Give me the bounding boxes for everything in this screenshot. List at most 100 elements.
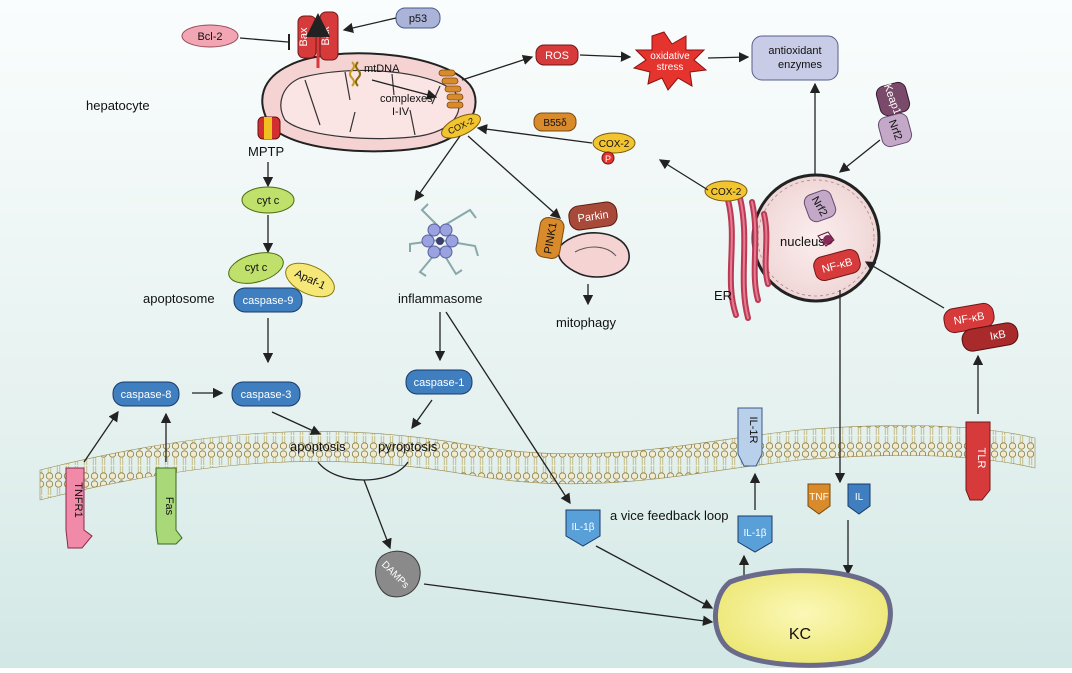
cell-label: hepatocyte [86, 98, 150, 113]
mtdna-icon [349, 61, 361, 87]
il1b-right-cytokine: IL-1β [737, 515, 773, 553]
damps-molecule: DAMPs [375, 550, 421, 598]
cox2-phospho-protein: COX-2 P [592, 132, 636, 165]
arrow-ros-oxidative [579, 51, 632, 62]
bax-label: Bax [298, 27, 310, 46]
nfkb-nuclear-protein: NF-κB [813, 248, 861, 282]
cox2-mito-protein: COX-2 [441, 113, 481, 139]
arrow-inflammasome-il1b [445, 311, 571, 505]
il-cytokine: IL [847, 483, 871, 515]
cell-membrane [39, 425, 1036, 501]
nucleus: nucleus Nrf2 NF-κB [751, 173, 881, 303]
cytc-protein: cyt c [241, 186, 295, 214]
arrow-death-damps [363, 479, 392, 550]
fas-label: Fas [163, 497, 175, 516]
il-label: IL [855, 492, 864, 503]
arrow-il1b-kc [595, 545, 714, 609]
nrf2-nuclear-protein: Nrf2 [803, 189, 837, 223]
chromatin-icon [817, 231, 835, 247]
cox2-phospho-label: COX-2 [599, 139, 630, 150]
fas-receptor: Fas [155, 467, 183, 545]
tnfr1-receptor: TNFR1 [65, 467, 93, 549]
arrow-p53-bak [342, 17, 397, 34]
feedback-label: a vice feedback loop [610, 508, 729, 523]
il1b-left-label: IL-1β [572, 522, 595, 533]
cytc-complex-label: cyt c [245, 262, 268, 274]
caspase3-label: caspase-3 [241, 389, 292, 401]
arrow-nrf2-nucleus [838, 139, 881, 173]
ikb-label: IκB [989, 328, 1007, 343]
kc-label: KC [789, 626, 811, 643]
b55-label: B55δ [543, 118, 567, 129]
mitochondrion: mtDNA complexes I-IV MPTP [248, 52, 477, 159]
p53-label: p53 [409, 13, 427, 25]
arrow-cox2-mitophagy [467, 135, 561, 219]
bcl2-label: Bcl-2 [197, 31, 222, 43]
nfkb-cyto-label: NF-κB [953, 310, 986, 327]
nfkb-ikb-complex: NF-κB IκB [943, 302, 1019, 352]
bcl2-inhibit-line [239, 37, 289, 43]
arrow-caspase1-pyroptosis [411, 399, 433, 430]
tnfr1-label: TNFR1 [72, 482, 84, 517]
antioxidant-label: antioxidant [768, 45, 821, 57]
phospho-label: P [605, 154, 611, 164]
cell-death-bracket [317, 461, 409, 481]
il1r-receptor: IL-1R [737, 407, 763, 467]
caspase3-protein: caspase-3 [231, 381, 301, 407]
pink1-protein: PINK1 [535, 216, 565, 260]
nrf2-protein: Nrf2 [877, 112, 913, 148]
complexes-icon [438, 69, 464, 109]
pyroptosis-label: pyroptosis [378, 439, 438, 454]
b55-protein: B55δ [533, 112, 577, 132]
cox2-er-protein: COX-2 [704, 180, 748, 202]
oxidative-stress-burst: oxidative stress [632, 31, 708, 91]
cytc-label: cyt c [257, 195, 280, 207]
mptp-icon [257, 116, 281, 140]
keap1-protein: Keap1 [875, 81, 911, 116]
il1b-left-cytokine: IL-1β [565, 509, 601, 547]
damaged-mitochondrion [557, 232, 630, 278]
il1b-right-label: IL-1β [744, 528, 767, 539]
ros-protein: ROS [535, 44, 579, 66]
oxidative-label: oxidative [650, 51, 690, 62]
parkin-label: Parkin [577, 209, 610, 225]
arrow-caspase3-apoptosis [271, 411, 322, 435]
tlr-label: TLR [975, 448, 987, 469]
arrow-damps-kc [423, 583, 714, 626]
mitophagy-label: mitophagy [556, 315, 616, 330]
apoptosome-complex: cyt c Apaf-1 caspase-9 [228, 252, 335, 313]
endoplasmic-reticulum [725, 195, 771, 321]
er-label: ER [714, 288, 732, 303]
apoptosis-label: apoptosis [290, 439, 346, 454]
complexes-label: complexes [380, 93, 433, 105]
tlr-receptor: TLR [965, 421, 991, 501]
complexes-label-2: I-IV [392, 106, 410, 118]
bak-label: Bak [320, 26, 332, 45]
arrow-mito-ros [461, 54, 534, 81]
arrow-mtdna-complexes [371, 79, 438, 100]
pink1-label: PINK1 [542, 221, 559, 254]
mtdna-label: mtDNA [364, 63, 400, 75]
caspase9-label: caspase-9 [243, 295, 294, 307]
inflammasome-label: inflammasome [398, 291, 483, 306]
tnf-label: TNF [809, 492, 828, 503]
apoptosome-label: apoptosome [143, 291, 215, 306]
caspase1-protein: caspase-1 [405, 369, 473, 395]
caspase1-label: caspase-1 [414, 377, 465, 389]
tnf-cytokine: TNF [807, 483, 831, 515]
bcl2-protein: Bcl-2 [181, 24, 239, 48]
antioxidant-enzymes: antioxidant enzymes [751, 35, 839, 81]
nucleus-label: nucleus [780, 234, 825, 249]
caspase8-protein: caspase-8 [112, 381, 180, 407]
ros-label: ROS [545, 50, 569, 62]
p53-protein: p53 [395, 7, 441, 29]
arrow-cox2p-mitocox2 [476, 124, 593, 144]
inflammasome-icon [409, 203, 479, 277]
caspase8-label: caspase-8 [121, 389, 172, 401]
arrow-cox2-inflammasome [414, 135, 461, 202]
arrow-er-cox2p [658, 159, 709, 191]
arrow-tnfr1-caspase8 [83, 410, 119, 463]
